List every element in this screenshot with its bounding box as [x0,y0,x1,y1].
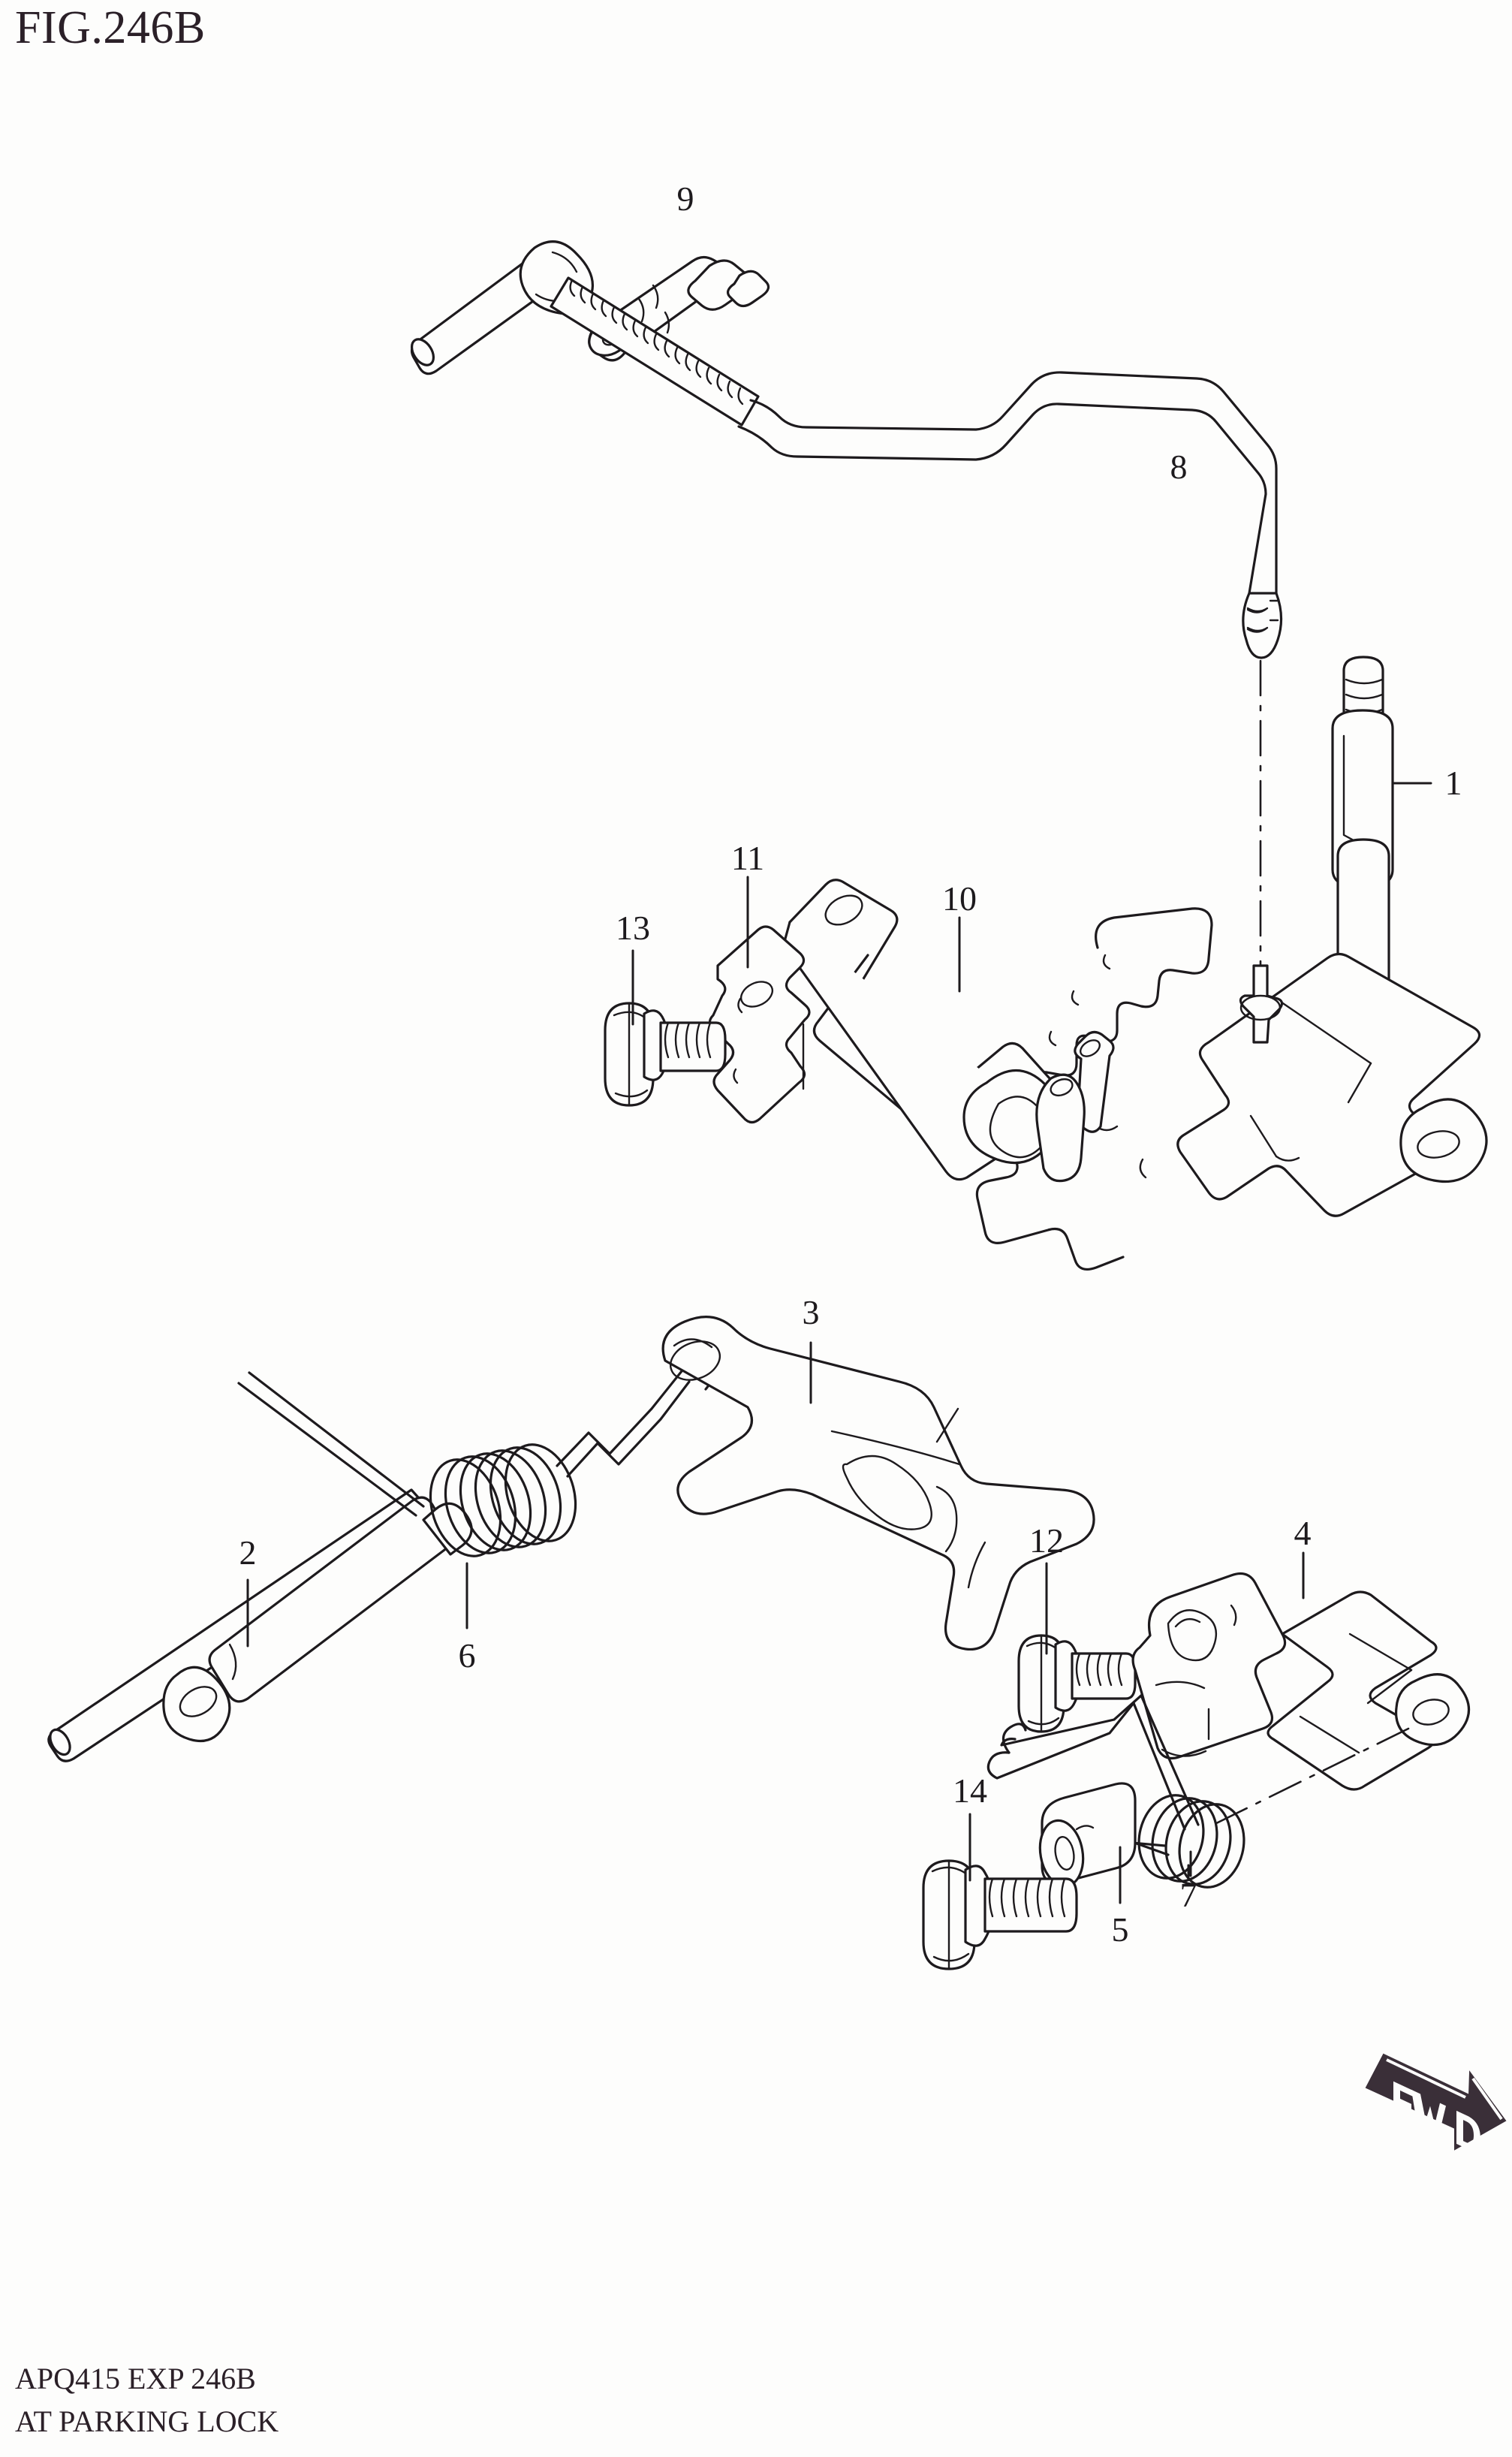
part-14-flange-bolt-long [922,1813,1078,1970]
part-3-parking-pawl [661,1316,1095,1651]
part-4-actuator-bracket [1131,1551,1471,1829]
detent-bracket-assembly [975,907,1488,1271]
fwd-direction-marker [1365,2053,1507,2151]
callout-2: 2 [239,1533,257,1572]
footer-part-code: APQ415 EXP 246B [15,2362,256,2395]
callout-8: 8 [1170,448,1188,486]
callout-5: 5 [1111,1910,1129,1949]
callout-4: 4 [1294,1514,1312,1552]
part-11-detent-plate [708,876,811,1124]
callout-14: 14 [953,1771,987,1810]
page-title: FIG.246B [15,2,206,53]
callout-3: 3 [802,1293,820,1331]
callout-9: 9 [676,179,694,218]
callout-12: 12 [1029,1521,1064,1560]
figure-footer: APQ415 EXP 246B AT PARKING LOCK [15,2358,279,2443]
part-2-shaft-collar [47,1488,473,1762]
callout-13: 13 [616,909,650,947]
part-12-flange-bolt-short [1017,1562,1137,1733]
part-10-link-arm [783,879,1086,1183]
callout-10: 10 [942,879,977,918]
callout-7: 7 [1179,1876,1197,1914]
callout-1: 1 [1444,764,1462,802]
part-13-flange-bolt [604,949,727,1107]
footer-assembly-name: AT PARKING LOCK [15,2404,279,2438]
callout-11: 11 [730,839,765,877]
part-6-return-spring [237,1363,712,1629]
part-5-spacer-collar [1038,1782,1137,1904]
part-8-parking-rod [410,240,1283,969]
callout-6: 6 [458,1636,476,1675]
